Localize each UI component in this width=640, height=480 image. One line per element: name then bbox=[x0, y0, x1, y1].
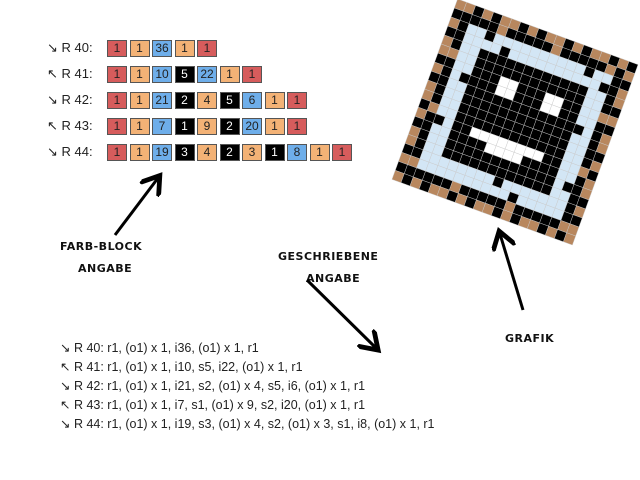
color-block: 10 bbox=[152, 65, 172, 83]
color-block: 6 bbox=[242, 91, 262, 109]
label-farb-angabe: ANGABE bbox=[78, 262, 133, 275]
written-row: ↘ R 44: r1, (o1) x 1, i19, s3, (o1) x 4,… bbox=[60, 417, 435, 431]
color-block: 20 bbox=[242, 117, 262, 135]
color-block: 9 bbox=[197, 117, 217, 135]
row-label: ↘ R 42: bbox=[47, 92, 93, 107]
label-geschriebene: GESCHRIEBENE bbox=[278, 250, 379, 263]
color-block: 1 bbox=[264, 143, 285, 161]
written-row: ↖ R 41: r1, (o1) x 1, i10, s5, i22, (o1)… bbox=[60, 360, 303, 374]
color-block: 1 bbox=[264, 117, 285, 135]
label-geschriebene-angabe: ANGABE bbox=[306, 272, 361, 285]
row-label: ↘ R 40: bbox=[47, 40, 93, 55]
row-label: ↘ R 44: bbox=[47, 144, 93, 159]
written-row: ↘ R 42: r1, (o1) x 1, i21, s2, (o1) x 4,… bbox=[60, 379, 366, 393]
color-block: 1 bbox=[107, 117, 127, 135]
color-block: 3 bbox=[242, 143, 262, 161]
color-block: 8 bbox=[287, 143, 307, 161]
color-block: 3 bbox=[174, 143, 195, 161]
color-block: 1 bbox=[242, 65, 262, 83]
label-grafik: GRAFIK bbox=[505, 332, 555, 345]
color-block: 2 bbox=[219, 117, 240, 135]
color-block: 2 bbox=[219, 143, 240, 161]
color-block: 22 bbox=[197, 65, 217, 83]
color-block: 1 bbox=[107, 91, 127, 109]
label-farb-block: FARB-BLOCK bbox=[60, 240, 143, 253]
row-label: ↖ R 41: bbox=[47, 66, 93, 81]
color-block: 1 bbox=[174, 117, 195, 135]
color-block: 1 bbox=[332, 143, 352, 161]
color-block: 1 bbox=[107, 39, 127, 57]
color-block: 1 bbox=[174, 39, 195, 57]
color-block: 1 bbox=[129, 143, 150, 161]
color-block: 2 bbox=[174, 91, 195, 109]
written-row: ↖ R 43: r1, (o1) x 1, i7, s1, (o1) x 9, … bbox=[60, 398, 366, 412]
written-row: ↘ R 40: r1, (o1) x 1, i36, (o1) x 1, r1 bbox=[60, 341, 259, 355]
pixel-graphic bbox=[391, 0, 639, 246]
row-label: ↖ R 43: bbox=[47, 118, 93, 133]
color-block: 1 bbox=[219, 65, 240, 83]
color-block: 1 bbox=[129, 39, 150, 57]
color-block: 1 bbox=[264, 91, 285, 109]
color-block: 1 bbox=[129, 65, 150, 83]
color-block: 1 bbox=[287, 91, 307, 109]
arrow-farb-block bbox=[113, 178, 158, 236]
color-block: 1 bbox=[309, 143, 330, 161]
pixel-cell bbox=[563, 232, 576, 246]
color-block: 36 bbox=[152, 39, 172, 57]
color-block: 1 bbox=[197, 39, 217, 57]
color-block: 5 bbox=[219, 91, 240, 109]
color-block: 4 bbox=[197, 91, 217, 109]
color-block: 7 bbox=[152, 117, 172, 135]
color-block: 1 bbox=[129, 91, 150, 109]
color-block: 1 bbox=[129, 117, 150, 135]
arrow-geschriebene bbox=[305, 278, 376, 348]
color-block: 1 bbox=[107, 65, 127, 83]
color-block: 1 bbox=[107, 143, 127, 161]
arrow-grafik bbox=[500, 234, 525, 311]
color-block: 21 bbox=[152, 91, 172, 109]
color-block: 19 bbox=[152, 143, 172, 161]
color-block: 5 bbox=[174, 65, 195, 83]
color-block: 1 bbox=[287, 117, 307, 135]
color-block: 4 bbox=[197, 143, 217, 161]
